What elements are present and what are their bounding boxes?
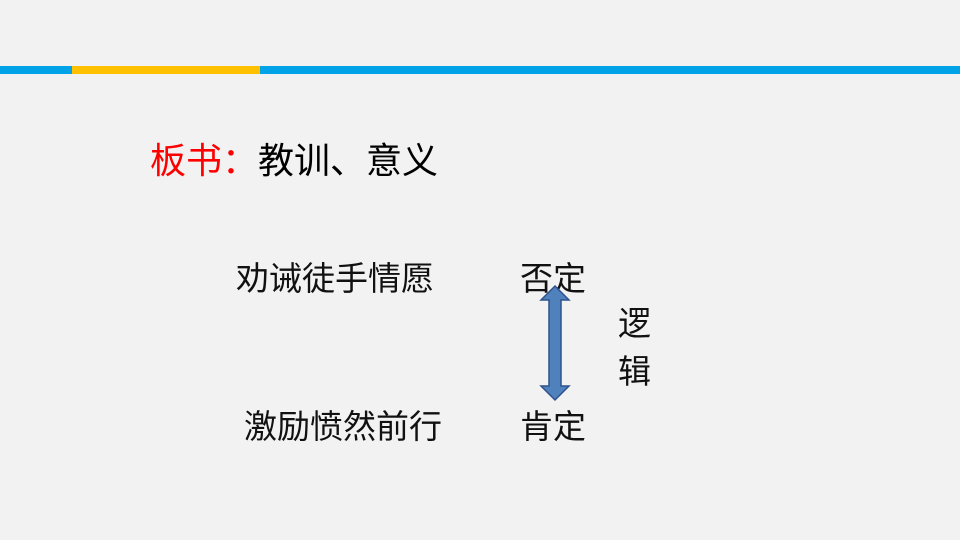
vertical-label: 逻 辑 [618, 300, 658, 396]
vertical-char-2: 辑 [618, 352, 651, 391]
title-text: 教训、意义 [258, 141, 439, 182]
double-arrow-icon [539, 284, 571, 402]
vertical-char-1: 逻 [618, 304, 651, 343]
row2-right-text: 肯定 [520, 407, 586, 446]
top-stripe-blue-right [260, 66, 960, 74]
top-stripe-yellow [72, 66, 260, 74]
top-stripe-blue-left [0, 66, 72, 74]
slide-title: 板书：教训、意义 [150, 132, 438, 184]
title-prefix: 板书： [150, 141, 259, 182]
row1-left-text: 劝诫徒手情愿 [236, 259, 434, 298]
row2-left-text: 激励愤然前行 [244, 407, 442, 446]
